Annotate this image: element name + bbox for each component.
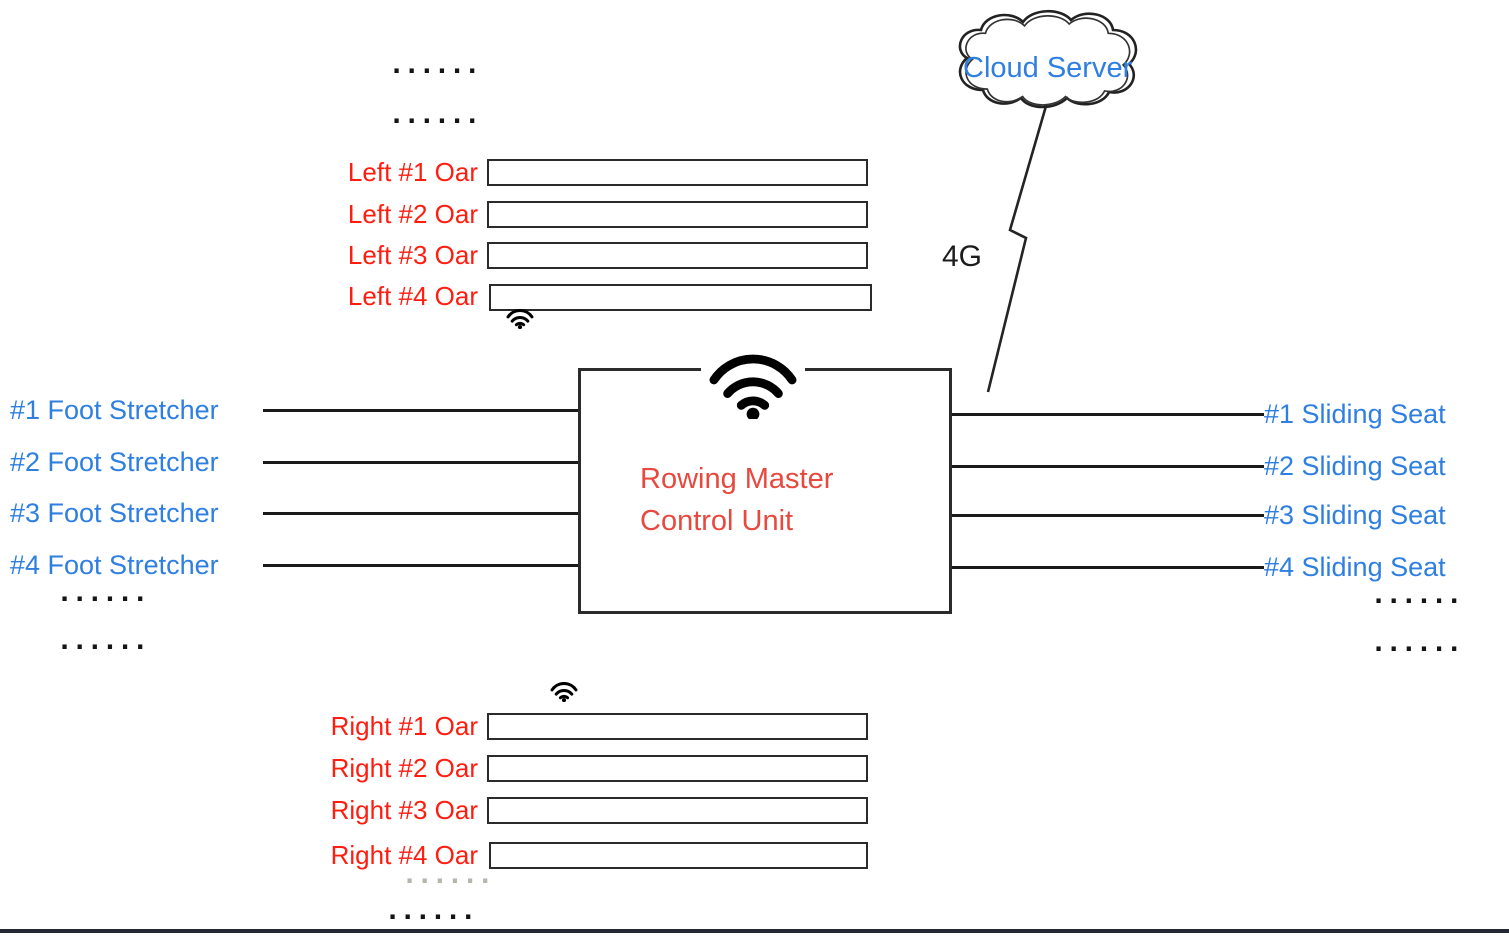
wifi-icon-right-oars — [549, 676, 579, 702]
4g-link-line — [980, 102, 1060, 397]
connector-line — [952, 514, 1264, 517]
foot-stretcher-label: #4 Foot Stretcher — [10, 550, 219, 580]
4g-label: 4G — [942, 240, 983, 273]
connector-line — [952, 465, 1264, 468]
left-oar-box — [489, 284, 872, 311]
cloud-shape — [945, 6, 1145, 114]
right-oar-label: Right #1 Oar — [330, 711, 478, 741]
connector-line — [952, 566, 1264, 569]
foot-stretcher-label: #2 Foot Stretcher — [10, 447, 219, 477]
right-oar-box — [487, 713, 868, 740]
sliding-seat-label: #2 Sliding Seat — [1264, 451, 1446, 481]
control-unit-title-line1: Rowing Master — [640, 463, 834, 495]
sliding-seat-label: #4 Sliding Seat — [1264, 552, 1446, 582]
left-oar-label: Left #3 Oar — [347, 240, 478, 270]
connector-line — [263, 409, 578, 412]
ellipsis-top-left-2: ...... — [392, 101, 483, 129]
control-unit-title-line2: Control Unit — [640, 505, 794, 537]
right-oar-label: Right #2 Oar — [330, 753, 478, 783]
left-oar-label: Left #4 Oar — [347, 281, 478, 311]
connector-line — [263, 512, 578, 515]
left-oar-box — [487, 201, 868, 228]
connector-line — [952, 413, 1264, 416]
ellipsis-left-2: ...... — [60, 627, 151, 655]
left-oar-label: Left #2 Oar — [347, 199, 478, 229]
right-oar-box — [487, 755, 868, 782]
ellipsis-right-2: ...... — [1374, 629, 1465, 657]
right-oar-label: Right #3 Oar — [330, 795, 478, 825]
connector-line — [263, 564, 578, 567]
foot-stretcher-label: #1 Foot Stretcher — [10, 395, 219, 425]
wifi-icon-left-oars — [505, 303, 535, 329]
foot-stretcher-label: #3 Foot Stretcher — [10, 498, 219, 528]
bottom-rule — [0, 929, 1509, 933]
right-oar-box — [489, 842, 868, 869]
right-oar-box — [487, 797, 868, 824]
ellipsis-left-1: ...... — [60, 579, 151, 607]
control-unit-title: Rowing Master Control Unit — [640, 458, 833, 542]
ellipsis-bottom-faint: ...... — [405, 861, 496, 889]
ellipsis-top-left-1: ...... — [392, 51, 483, 79]
right-oar-label: Right #4 Oar — [330, 840, 478, 870]
ellipsis-bottom: ...... — [388, 897, 479, 925]
left-oar-box — [487, 242, 868, 269]
sliding-seat-label: #1 Sliding Seat — [1264, 399, 1446, 429]
wifi-icon — [701, 335, 805, 419]
connector-line — [263, 461, 578, 464]
sliding-seat-label: #3 Sliding Seat — [1264, 500, 1446, 530]
cloud-server-label: Cloud Server — [963, 52, 1133, 84]
left-oar-label: Left #1 Oar — [347, 157, 478, 187]
ellipsis-right-1: ...... — [1374, 581, 1465, 609]
left-oar-box — [487, 159, 868, 186]
